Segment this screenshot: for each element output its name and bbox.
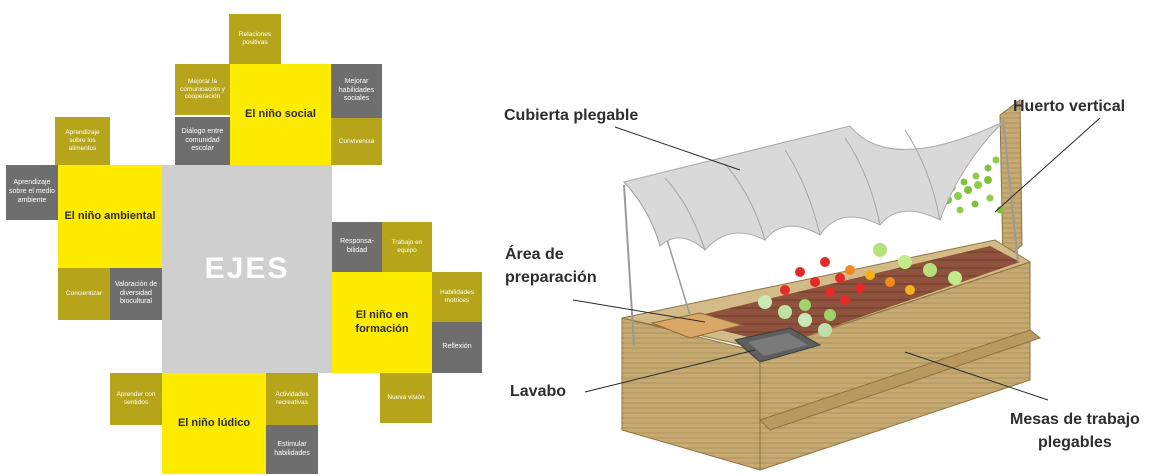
back-pole — [1002, 119, 1019, 263]
crops — [758, 243, 962, 337]
front-pole — [623, 184, 635, 346]
prep-area — [650, 312, 744, 339]
label-lavabo: Lavabo — [510, 383, 567, 400]
formacion-top-left-cell: Responsa-bilidad — [332, 222, 382, 272]
box-side-face — [759, 261, 1031, 471]
label-area-line1: Área de — [505, 246, 564, 263]
ambiental-top-cell: Aprendizaje sobre los alimentos — [55, 117, 110, 165]
social-left-bottom-cell: Diálogo entre comunidad escolar — [175, 117, 230, 165]
huerto-leader — [994, 117, 1101, 213]
ambiental-left-cell: Aprendizaje sobre el medio ambiente — [6, 165, 58, 220]
ludico-left-cell: Aprender con sentidos — [110, 373, 162, 425]
area-leader — [572, 299, 706, 323]
label-area-preparacion: Área de preparación — [505, 243, 597, 289]
formacion-top-right-cell: Trabajo en equipo — [382, 222, 432, 272]
label-mesas-line1: Mesas de trabajo — [1010, 411, 1140, 428]
ambiental-title-cell: El niño ambiental — [58, 165, 162, 268]
label-huerto-vertical: Huerto vertical — [1013, 98, 1126, 115]
ambiental-bottom-right-cell: Valoración de diversidad biocultural — [110, 268, 162, 320]
folding-table — [759, 329, 1042, 431]
label-mesas-trabajo: Mesas de trabajo plegables — [1010, 408, 1140, 454]
folding-canopy — [623, 121, 1004, 251]
ambiental-bottom-left-cell: Concientizar — [58, 268, 110, 320]
formacion-title-cell: El niño en formación — [332, 272, 432, 373]
formacion-bottom-cell: Nueva visión — [380, 373, 432, 423]
social-right-top-cell: Mejorar habilidades sociales — [331, 64, 382, 118]
social-top-cell: Relaciones positivas — [229, 14, 281, 64]
ludico-right-top-cell: Actividades recreativas — [266, 373, 318, 425]
social-right-bottom-cell: Convivencia — [331, 118, 382, 165]
formacion-right-top-cell: Habilidades motrices — [432, 272, 482, 322]
ejes-center: EJES — [162, 165, 332, 373]
ludico-right-bottom-cell: Estimular habilidades — [266, 425, 318, 474]
label-cubierta-plegable: Cubierta plegable — [504, 107, 639, 124]
social-left-top-cell: Mejorar la comunicación y cooperación — [175, 64, 230, 115]
social-title-cell: El niño social — [230, 64, 331, 165]
label-area-line2: preparación — [505, 269, 597, 287]
ludico-title-cell: El niño lúdico — [162, 373, 266, 474]
lavabo-leader — [584, 349, 756, 393]
formacion-right-bottom-cell: Reflexión — [432, 322, 482, 373]
sink-inner — [748, 333, 808, 356]
cubierta-leader — [614, 126, 741, 171]
mesas-leader — [904, 351, 1049, 401]
label-mesas-line2: plegables — [1038, 434, 1112, 452]
